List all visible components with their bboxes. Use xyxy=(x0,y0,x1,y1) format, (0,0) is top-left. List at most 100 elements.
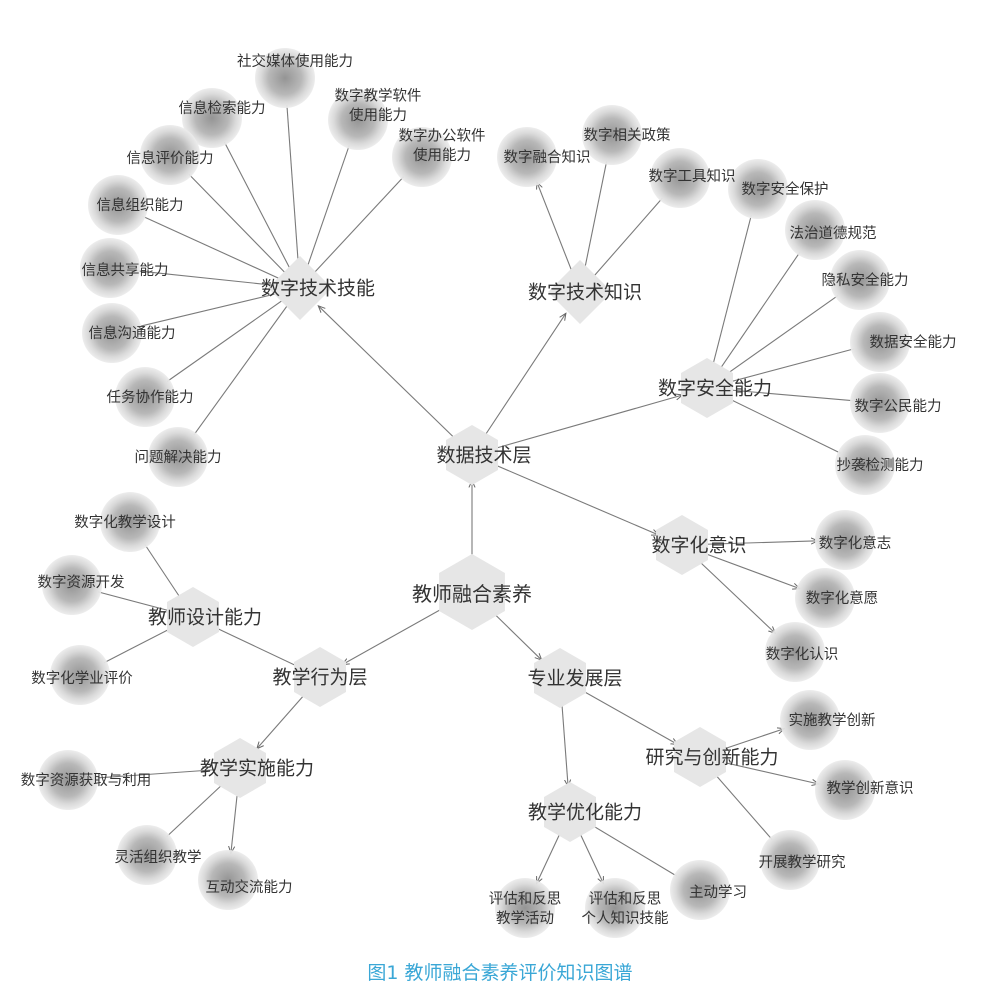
node-l_comm xyxy=(82,303,142,363)
label-l_assess: 数字化学业评价 xyxy=(31,670,133,687)
edge-tech_skill-l_problem xyxy=(193,287,301,436)
label-data_layer: 数据技术层 xyxy=(436,445,531,467)
label-l_active: 主动学习 xyxy=(689,884,747,901)
label-design_ability: 教师设计能力 xyxy=(148,607,262,629)
edge-tech_skill-l_task xyxy=(166,287,301,382)
label-line: 使用能力 xyxy=(413,147,471,164)
label-l_tools: 数字工具知识 xyxy=(649,168,736,185)
label-l_retrieve: 信息检索能力 xyxy=(179,100,266,117)
edge-data_layer-dig_aware xyxy=(471,454,659,535)
label-line: 数字办公软件 xyxy=(399,127,486,144)
node-l_flex xyxy=(117,825,177,885)
node-l_assess xyxy=(50,645,110,705)
node-optim_ability xyxy=(544,782,596,842)
label-line: 数字安全能力 xyxy=(658,378,772,400)
label-line: 教学创新意识 xyxy=(827,779,914,797)
label-l_flex: 灵活组织教学 xyxy=(115,849,202,866)
label-line: 问题解决能力 xyxy=(135,449,222,466)
label-line: 数字融合知识 xyxy=(504,149,591,166)
label-l_innovaware: 教学创新意识 xyxy=(827,779,914,797)
label-line: 数字安全保护 xyxy=(742,180,829,198)
node-l_cog xyxy=(765,622,825,682)
node-l_innov xyxy=(780,690,840,750)
node-impl_ability xyxy=(214,738,266,798)
label-line: 教师融合素养 xyxy=(412,582,532,606)
edge-data_layer-tech_skill xyxy=(318,306,473,456)
label-line: 教学行为层 xyxy=(272,667,367,689)
label-l_wish: 数字化意愿 xyxy=(806,589,879,607)
node-l_datasec xyxy=(850,312,910,372)
label-l_task: 任务协作能力 xyxy=(107,389,194,406)
label-l_eval: 信息评价能力 xyxy=(127,150,214,167)
node-l_plag xyxy=(835,435,895,495)
label-line: 互动交流能力 xyxy=(206,878,293,896)
node-l_social xyxy=(255,48,315,108)
label-l_will: 数字化意志 xyxy=(819,534,892,552)
node-l_eval xyxy=(140,125,200,185)
label-l_cog: 数字化认识 xyxy=(766,646,839,663)
label-l_secprot: 数字安全保护 xyxy=(742,180,829,198)
node-dig_aware xyxy=(656,515,708,575)
node-tech_know xyxy=(548,260,612,324)
node-sec_ability xyxy=(681,358,733,418)
label-optim_ability: 教学优化能力 xyxy=(528,802,642,824)
label-l_innov: 实施教学创新 xyxy=(789,712,876,729)
label-l_inter: 互动交流能力 xyxy=(206,878,293,896)
label-line: 数字化意识 xyxy=(651,535,746,557)
node-l_evalact xyxy=(495,878,555,938)
label-line: 实施教学创新 xyxy=(789,712,876,729)
node-l_problem xyxy=(148,427,208,487)
edge-sec_ability-l_secprot xyxy=(706,215,752,389)
node-l_teachsoft xyxy=(328,90,388,150)
label-line: 教学优化能力 xyxy=(528,802,642,824)
node-l_research xyxy=(760,830,820,890)
edge-sec_ability-l_law xyxy=(706,251,801,389)
node-l_org xyxy=(88,175,148,235)
label-line: 任务协作能力 xyxy=(107,389,194,406)
node-l_secprot xyxy=(728,159,788,219)
label-line: 数字相关政策 xyxy=(584,127,671,144)
nodes-layer xyxy=(38,48,910,938)
node-l_policy xyxy=(582,105,642,165)
node-l_will xyxy=(815,510,875,570)
node-l_office xyxy=(392,127,452,187)
label-research_ability: 研究与创新能力 xyxy=(645,747,778,769)
label-l_problem: 问题解决能力 xyxy=(135,449,222,466)
label-line: 教学实施能力 xyxy=(200,758,314,780)
node-l_citizen xyxy=(850,373,910,433)
label-l_social: 社交媒体使用能力 xyxy=(237,52,353,70)
node-l_retrieve xyxy=(182,88,242,148)
label-line: 数据技术层 xyxy=(436,445,531,467)
label-line: 信息组织能力 xyxy=(97,197,184,214)
label-line: 开展教学研究 xyxy=(759,854,846,871)
label-line: 法治道德规范 xyxy=(790,225,877,242)
label-l_resdev: 数字资源开发 xyxy=(38,574,125,591)
node-l_design xyxy=(100,492,160,552)
node-prof_layer xyxy=(534,648,586,708)
label-dig_aware: 数字化意识 xyxy=(651,535,746,557)
label-line: 信息沟通能力 xyxy=(89,325,176,342)
label-l_plag: 抄袭检测能力 xyxy=(837,457,924,474)
label-line: 数字化意愿 xyxy=(806,589,879,607)
label-tech_know: 数字技术知识 xyxy=(528,282,642,304)
label-line: 评估和反思 xyxy=(589,890,662,907)
label-l_resget: 数字资源获取与利用 xyxy=(21,772,152,789)
edge-data_layer-sec_ability xyxy=(471,395,683,456)
label-line: 数字化意志 xyxy=(819,534,892,552)
label-l_evalself: 评估和反思个人知识技能 xyxy=(582,890,669,927)
node-l_innovaware xyxy=(815,760,875,820)
label-line: 数字资源开发 xyxy=(38,574,125,591)
edge-tech_skill-l_org xyxy=(142,215,301,289)
node-research_ability xyxy=(674,727,726,787)
label-l_design: 数字化教学设计 xyxy=(74,514,176,531)
label-line: 信息检索能力 xyxy=(179,100,266,117)
edge-tech_skill-l_office xyxy=(299,176,405,289)
edge-data_layer-tech_know xyxy=(471,313,566,456)
label-l_share: 信息共享能力 xyxy=(82,262,169,279)
label-line: 灵活组织教学 xyxy=(115,849,202,866)
label-sec_ability: 数字安全能力 xyxy=(658,378,772,400)
node-l_wish xyxy=(795,568,855,628)
label-line: 数字公民能力 xyxy=(855,398,942,415)
label-line: 数字技术知识 xyxy=(528,282,642,304)
label-teach_layer: 教学行为层 xyxy=(272,667,367,689)
